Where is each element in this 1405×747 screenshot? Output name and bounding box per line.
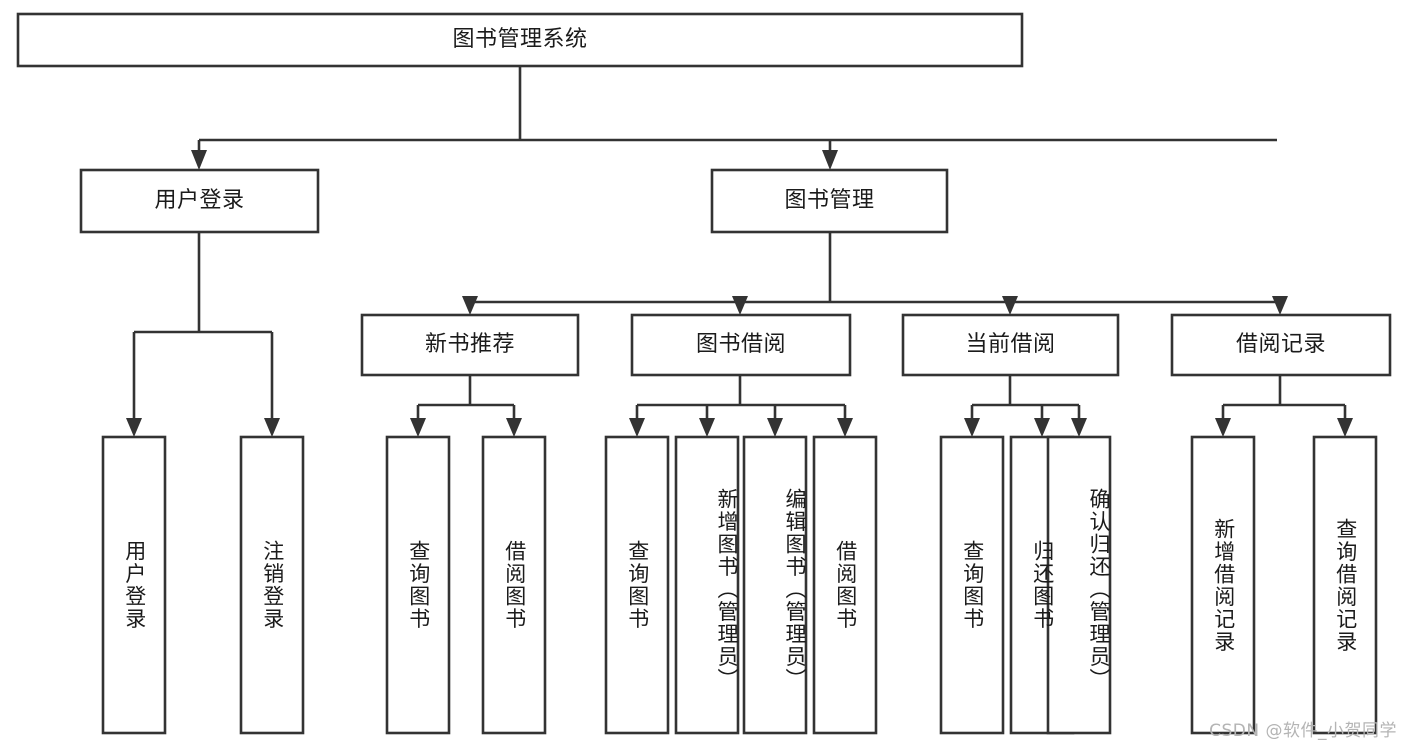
- node-box-leaf6[interactable]: [674, 435, 740, 735]
- node-box-records[interactable]: [1170, 313, 1392, 377]
- node-box-leaf2[interactable]: [239, 435, 305, 735]
- connector-root-to-level2: [191, 66, 1277, 170]
- node-box-login[interactable]: [79, 168, 320, 234]
- node-box-root[interactable]: [16, 12, 1024, 68]
- node-box-leaf5[interactable]: [604, 435, 670, 735]
- node-box-newbook[interactable]: [360, 313, 580, 377]
- node-box-leaf11[interactable]: [1046, 435, 1112, 735]
- node-box-leaf9[interactable]: [939, 435, 1005, 735]
- node-box-leaf8[interactable]: [812, 435, 878, 735]
- node-box-leaf13[interactable]: [1312, 435, 1378, 735]
- watermark-text: CSDN @软件_小贺同学: [1209, 721, 1397, 741]
- connector-bookmgmt-to-level3: [462, 232, 1288, 315]
- node-box-borrow[interactable]: [630, 313, 852, 377]
- node-box-leaf1[interactable]: [101, 435, 167, 735]
- node-box-leaf12[interactable]: [1190, 435, 1256, 735]
- node-box-leaf3[interactable]: [385, 435, 451, 735]
- connector-current-to-leaves: [964, 375, 1087, 437]
- node-box-leaf7[interactable]: [742, 435, 808, 735]
- node-box-bookmgmt[interactable]: [710, 168, 949, 234]
- connector-records-to-leaves: [1215, 375, 1353, 437]
- connector-login-to-leaves: [126, 232, 280, 437]
- connector-borrow-to-leaves: [629, 375, 853, 437]
- node-box-leaf4[interactable]: [481, 435, 547, 735]
- node-box-current[interactable]: [901, 313, 1120, 377]
- connector-newbook-to-leaves: [410, 375, 522, 437]
